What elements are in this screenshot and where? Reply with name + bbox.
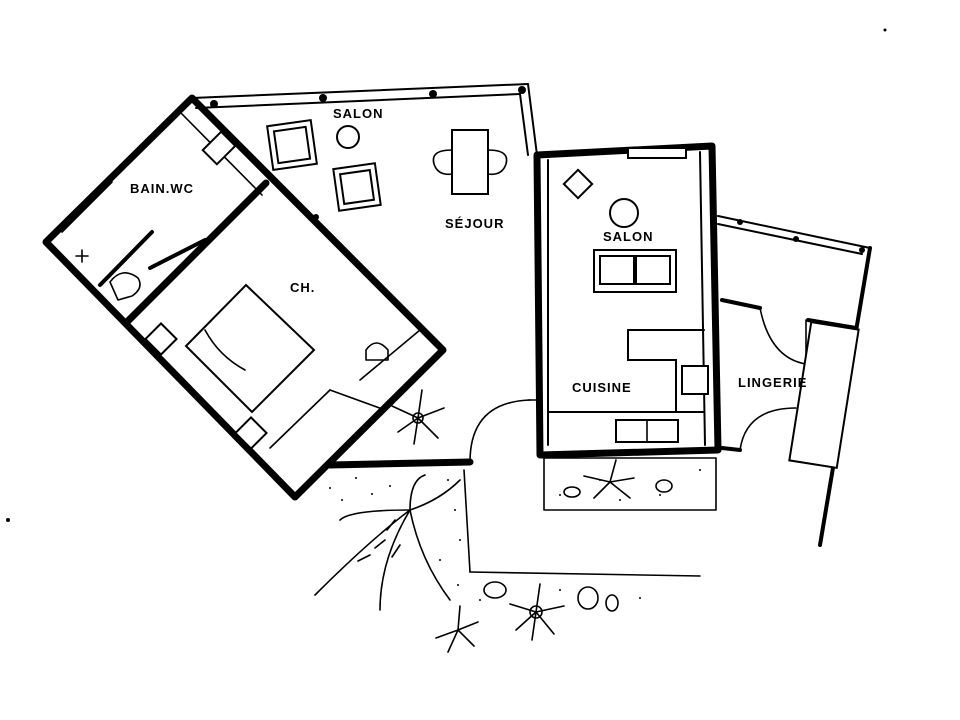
- bath-partition-wall: [122, 179, 270, 327]
- terrace: [6, 28, 887, 612]
- laundry-block: [717, 215, 872, 547]
- chair: [365, 342, 389, 361]
- door-arc-bottom: [739, 407, 797, 451]
- room-label-sejour: SÉJOUR: [445, 216, 504, 231]
- living-area: [191, 83, 538, 220]
- bedroom-block: [42, 94, 447, 501]
- window: [627, 147, 687, 159]
- coffee-table: [336, 125, 360, 149]
- room-label-laundry: LINGERIE: [738, 375, 807, 390]
- laundry-counter: [788, 320, 860, 470]
- room-label-kitchen: CUISINE: [572, 380, 632, 395]
- room-label-salon-right: SALON: [603, 229, 654, 244]
- room-label-bath-wc: BAIN.WC: [130, 181, 194, 196]
- palm: [314, 474, 461, 611]
- toilet: [109, 272, 141, 301]
- bedside-table-left: [144, 322, 178, 356]
- plant-1: [391, 389, 445, 445]
- plant-2: [583, 459, 635, 499]
- room-label-bedroom: CH.: [290, 280, 315, 295]
- room-label-salon-top: SALON: [333, 106, 384, 121]
- side-table: [562, 168, 594, 200]
- bed: [184, 283, 316, 414]
- stove: [681, 365, 709, 395]
- planter-box: [543, 457, 717, 511]
- plants: [314, 389, 635, 653]
- bedside-table-right: [234, 416, 268, 450]
- kitchen-block: [533, 142, 722, 459]
- entry-door-arc: [469, 399, 531, 463]
- round-table: [609, 198, 639, 228]
- dining-chair-right: [487, 149, 508, 176]
- dining-chair-left: [432, 149, 453, 176]
- sink: [201, 130, 237, 166]
- dining-table: [451, 129, 489, 195]
- plant-3: [509, 583, 565, 641]
- door-arc-top: [759, 307, 807, 365]
- plant-4: [435, 605, 479, 653]
